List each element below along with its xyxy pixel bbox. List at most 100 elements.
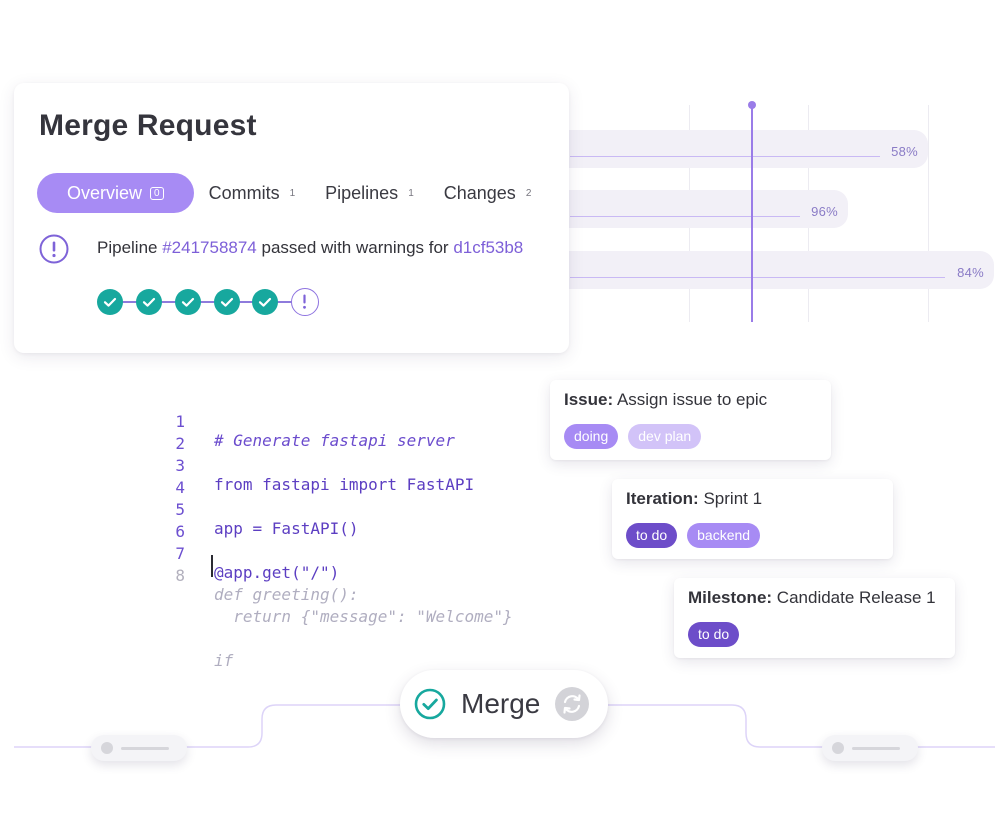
- tab-overview[interactable]: Overview 0: [37, 173, 194, 213]
- progress-percent: 96%: [811, 204, 838, 219]
- check-circle-icon: [414, 688, 446, 720]
- code-line: 3 from fastapi import FastAPI: [165, 437, 474, 494]
- issue-title: Assign issue to epic: [616, 390, 768, 409]
- label-to-do[interactable]: to do: [626, 523, 678, 548]
- line-number: 3: [175, 456, 185, 475]
- commit-sha-link[interactable]: d1cf53b8: [453, 238, 524, 257]
- label-doing[interactable]: doing: [564, 424, 619, 449]
- label-list: to do: [688, 622, 740, 647]
- progress-percent: 84%: [957, 265, 984, 280]
- code-line: 4: [165, 459, 204, 497]
- check-circle-icon[interactable]: [136, 289, 162, 315]
- iteration-title: Sprint 1: [703, 489, 763, 508]
- code-suggestion-line: 8 def greeting():: [165, 547, 358, 604]
- handle-knob: [832, 742, 844, 754]
- milestone-card[interactable]: Milestone: Candidate Release 1 to do: [674, 578, 955, 658]
- code-text: @app.get("/"): [214, 563, 340, 582]
- iteration-card[interactable]: Iteration: Sprint 1 to do backend: [612, 479, 893, 559]
- milestone-heading: Milestone: Candidate Release 1: [688, 588, 936, 608]
- progress-track: [570, 277, 945, 278]
- pipeline-prefix: Pipeline: [97, 238, 163, 257]
- progress-track: [570, 216, 800, 217]
- code-suggestion-line: [165, 591, 204, 613]
- iteration-key: Iteration:: [626, 489, 699, 508]
- check-circle-icon[interactable]: [175, 289, 201, 315]
- timeline-cursor[interactable]: [751, 106, 753, 322]
- merge-request-card: Merge Request Overview 0 Commits 1 Pipel…: [14, 83, 569, 353]
- pipeline-stages: [97, 288, 327, 318]
- issue-heading: Issue: Assign issue to epic: [564, 390, 767, 410]
- text-cursor: [211, 555, 213, 577]
- tab-label: Changes: [443, 182, 516, 203]
- tab-count-badge: 1: [408, 187, 414, 199]
- line-number: 2: [175, 434, 185, 453]
- progress-bar: 58%: [560, 130, 928, 168]
- page-title: Merge Request: [39, 109, 257, 142]
- merge-button[interactable]: Merge: [400, 670, 608, 738]
- code-suggestion-text: if: [214, 651, 234, 670]
- code-line: 5 app = FastAPI(): [165, 481, 358, 538]
- tab-count-badge: 2: [525, 187, 532, 199]
- code-suggestion-line: return {"message": "Welcome"}: [165, 569, 512, 626]
- iteration-heading: Iteration: Sprint 1: [626, 489, 762, 509]
- milestone-key: Milestone:: [688, 588, 773, 607]
- warning-circle-icon: [39, 234, 69, 264]
- progress-bar: 96%: [560, 190, 848, 228]
- code-line: 7 @app.get("/"): [165, 525, 339, 582]
- check-circle-icon[interactable]: [252, 289, 278, 315]
- pipeline-status: Pipeline #241758874 passed with warnings…: [97, 238, 523, 258]
- code-line: 6: [165, 503, 204, 541]
- tab-changes[interactable]: Changes 2: [429, 173, 547, 213]
- line-number: 5: [175, 500, 185, 519]
- line-number: 4: [175, 478, 185, 497]
- sync-icon[interactable]: [555, 687, 589, 721]
- track-handle[interactable]: [91, 735, 187, 761]
- label-backend[interactable]: backend: [687, 523, 761, 548]
- tab-label: Overview: [67, 182, 143, 203]
- handle-knob: [101, 742, 113, 754]
- code-text: app = FastAPI(): [214, 519, 359, 538]
- progress-chart: 58% 96% 84%: [0, 0, 1004, 330]
- check-circle-icon[interactable]: [97, 289, 123, 315]
- label-dev-plan[interactable]: dev plan: [628, 424, 702, 449]
- pipeline-id-link[interactable]: #241758874: [162, 238, 257, 257]
- tab-label: Commits: [208, 182, 280, 203]
- grid-line: [928, 105, 929, 322]
- issue-card[interactable]: Issue: Assign issue to epic doing dev pl…: [550, 380, 831, 460]
- tab-label: Pipelines: [325, 182, 399, 203]
- tab-count-badge: 0: [150, 186, 164, 200]
- merge-track: [14, 704, 995, 748]
- progress-track: [570, 156, 880, 157]
- code-suggestion-text: def greeting():: [214, 585, 359, 604]
- tab-pipelines[interactable]: Pipelines 1: [310, 173, 429, 213]
- code-line: 2: [165, 415, 204, 453]
- line-number: 6: [175, 522, 185, 541]
- tab-bar: Overview 0 Commits 1 Pipelines 1 Changes…: [37, 173, 546, 213]
- check-circle-icon[interactable]: [214, 289, 240, 315]
- pipeline-middle: passed with warnings for: [256, 238, 454, 257]
- merge-label: Merge: [461, 688, 541, 719]
- code-text: from fastapi import FastAPI: [214, 475, 475, 494]
- line-number: 1: [175, 412, 185, 431]
- code-line: 1 # Generate fastapi server: [165, 393, 454, 450]
- label-list: to do backend: [626, 523, 761, 548]
- tab-commits[interactable]: Commits 1: [194, 173, 311, 213]
- line-number: 8: [175, 566, 185, 585]
- label-list: doing dev plan: [564, 424, 702, 449]
- progress-bar: 84%: [560, 251, 994, 289]
- stage-connector: [109, 301, 309, 303]
- track-handle[interactable]: [822, 735, 918, 761]
- tab-count-badge: 1: [289, 187, 296, 199]
- label-to-do[interactable]: to do: [688, 622, 740, 647]
- code-text: # Generate fastapi server: [214, 431, 455, 450]
- code-suggestion-text: return {"message": "Welcome"}: [214, 607, 513, 626]
- handle-grip: [121, 747, 169, 750]
- handle-grip: [852, 747, 900, 750]
- progress-percent: 58%: [891, 144, 918, 159]
- line-number: 7: [175, 544, 185, 563]
- code-suggestion-line: if: [165, 613, 233, 670]
- milestone-title: Candidate Release 1: [776, 588, 936, 607]
- issue-key: Issue:: [564, 390, 614, 409]
- timeline-cursor-handle[interactable]: [748, 101, 756, 109]
- exclamation-circle-icon[interactable]: [291, 288, 319, 316]
